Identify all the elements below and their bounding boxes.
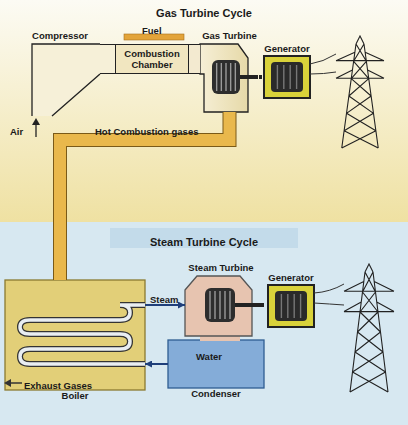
shape-area (185, 274, 257, 336)
blade-stroke (230, 63, 231, 91)
duct-wall (189, 44, 200, 74)
edge-label-wrap: Water (196, 346, 222, 364)
diagram-title: Gas Turbine Cycle (156, 7, 252, 20)
shaft-stub (240, 75, 258, 79)
shaft-line (257, 303, 264, 307)
blade-stroke (296, 65, 297, 89)
tower-lattice (344, 264, 394, 392)
duct-fill (189, 45, 200, 73)
combustion-chamber: Combustion Chamber (115, 44, 189, 74)
compressor-outline (32, 44, 100, 116)
blade-stroke (277, 65, 278, 89)
flow-line (145, 363, 168, 365)
exhaust-arrowhead (4, 379, 11, 387)
generator: Generator (264, 272, 318, 328)
shaft-stub (235, 303, 258, 307)
compressor: Compressor (20, 30, 100, 116)
blade-stroke (214, 291, 215, 319)
blade-stroke (221, 63, 222, 91)
tower-lattice (336, 36, 384, 148)
blade-stroke (235, 63, 236, 91)
coil-pipe (20, 305, 145, 364)
gas-turbine: Gas Turbine (200, 30, 259, 112)
repeat-strokes (210, 36, 394, 392)
blade-stroke (225, 63, 226, 91)
shape-area (5, 280, 145, 390)
part-label: Fuel (142, 25, 162, 37)
gas-duct (189, 59, 200, 60)
blade-stroke (287, 294, 288, 318)
blade-stroke (209, 291, 210, 319)
edge-label-wrap: Hot Combustion gases (95, 121, 198, 139)
title-wrap: Gas Turbine Cycle (0, 3, 408, 21)
label-wrap: Steam Turbine Cycle (150, 232, 258, 250)
condenser-body (168, 340, 264, 388)
shape-area (168, 340, 264, 388)
shape-area (262, 55, 312, 99)
flow-label: Steam (150, 294, 179, 306)
flow-label: Hot Combustion gases (95, 126, 198, 138)
steam-turbine: Steam Turbine (185, 262, 257, 336)
water-pipe (145, 364, 168, 365)
label-wrap: Fuel (142, 20, 162, 38)
section-heading: Steam Turbine Cycle (150, 235, 258, 249)
blade-stroke (224, 291, 225, 319)
turbine-rotor (212, 60, 240, 94)
blade-stroke (290, 65, 291, 89)
shape-area (20, 42, 100, 116)
node-label: Generator (264, 43, 309, 55)
air-duct (100, 59, 115, 60)
shaft-line (259, 75, 262, 79)
duct-wall (60, 112, 230, 280)
node-label: Combustion Chamber (119, 48, 185, 70)
generator: Generator (262, 43, 312, 99)
turbine-shaft (257, 305, 264, 306)
shape-area (264, 284, 318, 328)
blade-stroke (281, 294, 282, 318)
node-label: Condenser (191, 388, 241, 400)
node-label: Generator (268, 272, 313, 284)
air-arrow (35, 124, 36, 137)
exhaust-arrow (10, 382, 22, 384)
transmission-tower (336, 36, 384, 148)
duct-fill (100, 45, 115, 73)
label-wrap: Air (10, 121, 23, 139)
turbine-rotor (205, 288, 235, 322)
node-label: Steam Turbine (188, 262, 253, 274)
node-label: Gas Turbine (202, 30, 257, 42)
hot-gas-duct (60, 112, 230, 280)
blade-stroke (294, 294, 295, 318)
boiler-body (5, 280, 145, 390)
blade-stroke (219, 291, 220, 319)
part-label: Air (10, 126, 23, 138)
blade-stroke (216, 63, 217, 91)
generator-core (271, 62, 303, 92)
power-wire (310, 54, 336, 74)
generator-core (275, 291, 307, 321)
compressor-body (32, 44, 100, 116)
generator-body (268, 285, 314, 327)
node-label: Boiler (62, 390, 89, 402)
condenser: Condenser (168, 340, 264, 400)
generator-body (264, 56, 310, 98)
blade-stroke (283, 65, 284, 89)
flow-label: Water (196, 351, 222, 363)
blade-stroke (300, 294, 301, 318)
power-wire (314, 284, 344, 305)
blade-stroke (229, 291, 230, 319)
node-label: Compressor (32, 30, 88, 42)
edge-label-wrap: Steam (150, 289, 179, 307)
duct-fill (60, 112, 230, 280)
heading-band (110, 228, 298, 248)
coil-outline (20, 305, 145, 364)
turbine-shaft (259, 77, 262, 78)
shape-area (200, 42, 259, 112)
duct-wall (100, 44, 115, 74)
transmission-tower (344, 264, 394, 392)
air-arrowhead (32, 118, 40, 125)
